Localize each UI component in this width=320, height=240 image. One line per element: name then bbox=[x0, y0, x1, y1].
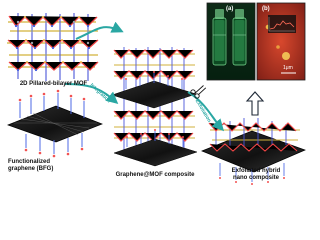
arrow-icon bbox=[187, 91, 225, 132]
inset-a-label: (a) bbox=[226, 6, 234, 12]
composite-structure-center bbox=[111, 43, 198, 167]
scale-bar-label: 1μm bbox=[283, 65, 293, 71]
arrow-icon bbox=[64, 83, 119, 104]
exfoliated-graphene-sheet bbox=[201, 130, 306, 173]
exfoliated-label-line-1: Exfoliated hybrid bbox=[231, 168, 281, 174]
outline-arrow-icon bbox=[245, 91, 265, 116]
bfg-label-line-1: Functionalized bbox=[8, 159, 50, 165]
figure-canvas: 2D Pillared-bilayer MOF Functionalized g… bbox=[5, 2, 306, 185]
exfoliation-arrow bbox=[187, 91, 225, 132]
mof-structure-left bbox=[5, 11, 102, 82]
exfoliated-label-line-2: nano composite bbox=[232, 175, 279, 181]
bfg-label-line-2: graphene (BFG) bbox=[8, 166, 54, 172]
functionalized-graphene-sheet bbox=[7, 89, 103, 158]
mof-label: 2D Pillared-bilayer MOF bbox=[19, 81, 88, 87]
height-profile-panel bbox=[268, 15, 296, 33]
feed-arrow bbox=[75, 21, 124, 40]
composite-label: Graphene@MOF composite bbox=[115, 172, 195, 178]
scissors-icon bbox=[190, 85, 207, 99]
inset-panel-a bbox=[206, 2, 256, 81]
exfoliated-structure-right bbox=[201, 118, 306, 185]
arrow-icon bbox=[75, 21, 124, 40]
figure-svg bbox=[5, 2, 306, 185]
integration-arrow bbox=[64, 83, 119, 104]
inset-panel-b bbox=[256, 2, 306, 81]
inset-b-label: (b) bbox=[262, 6, 270, 12]
